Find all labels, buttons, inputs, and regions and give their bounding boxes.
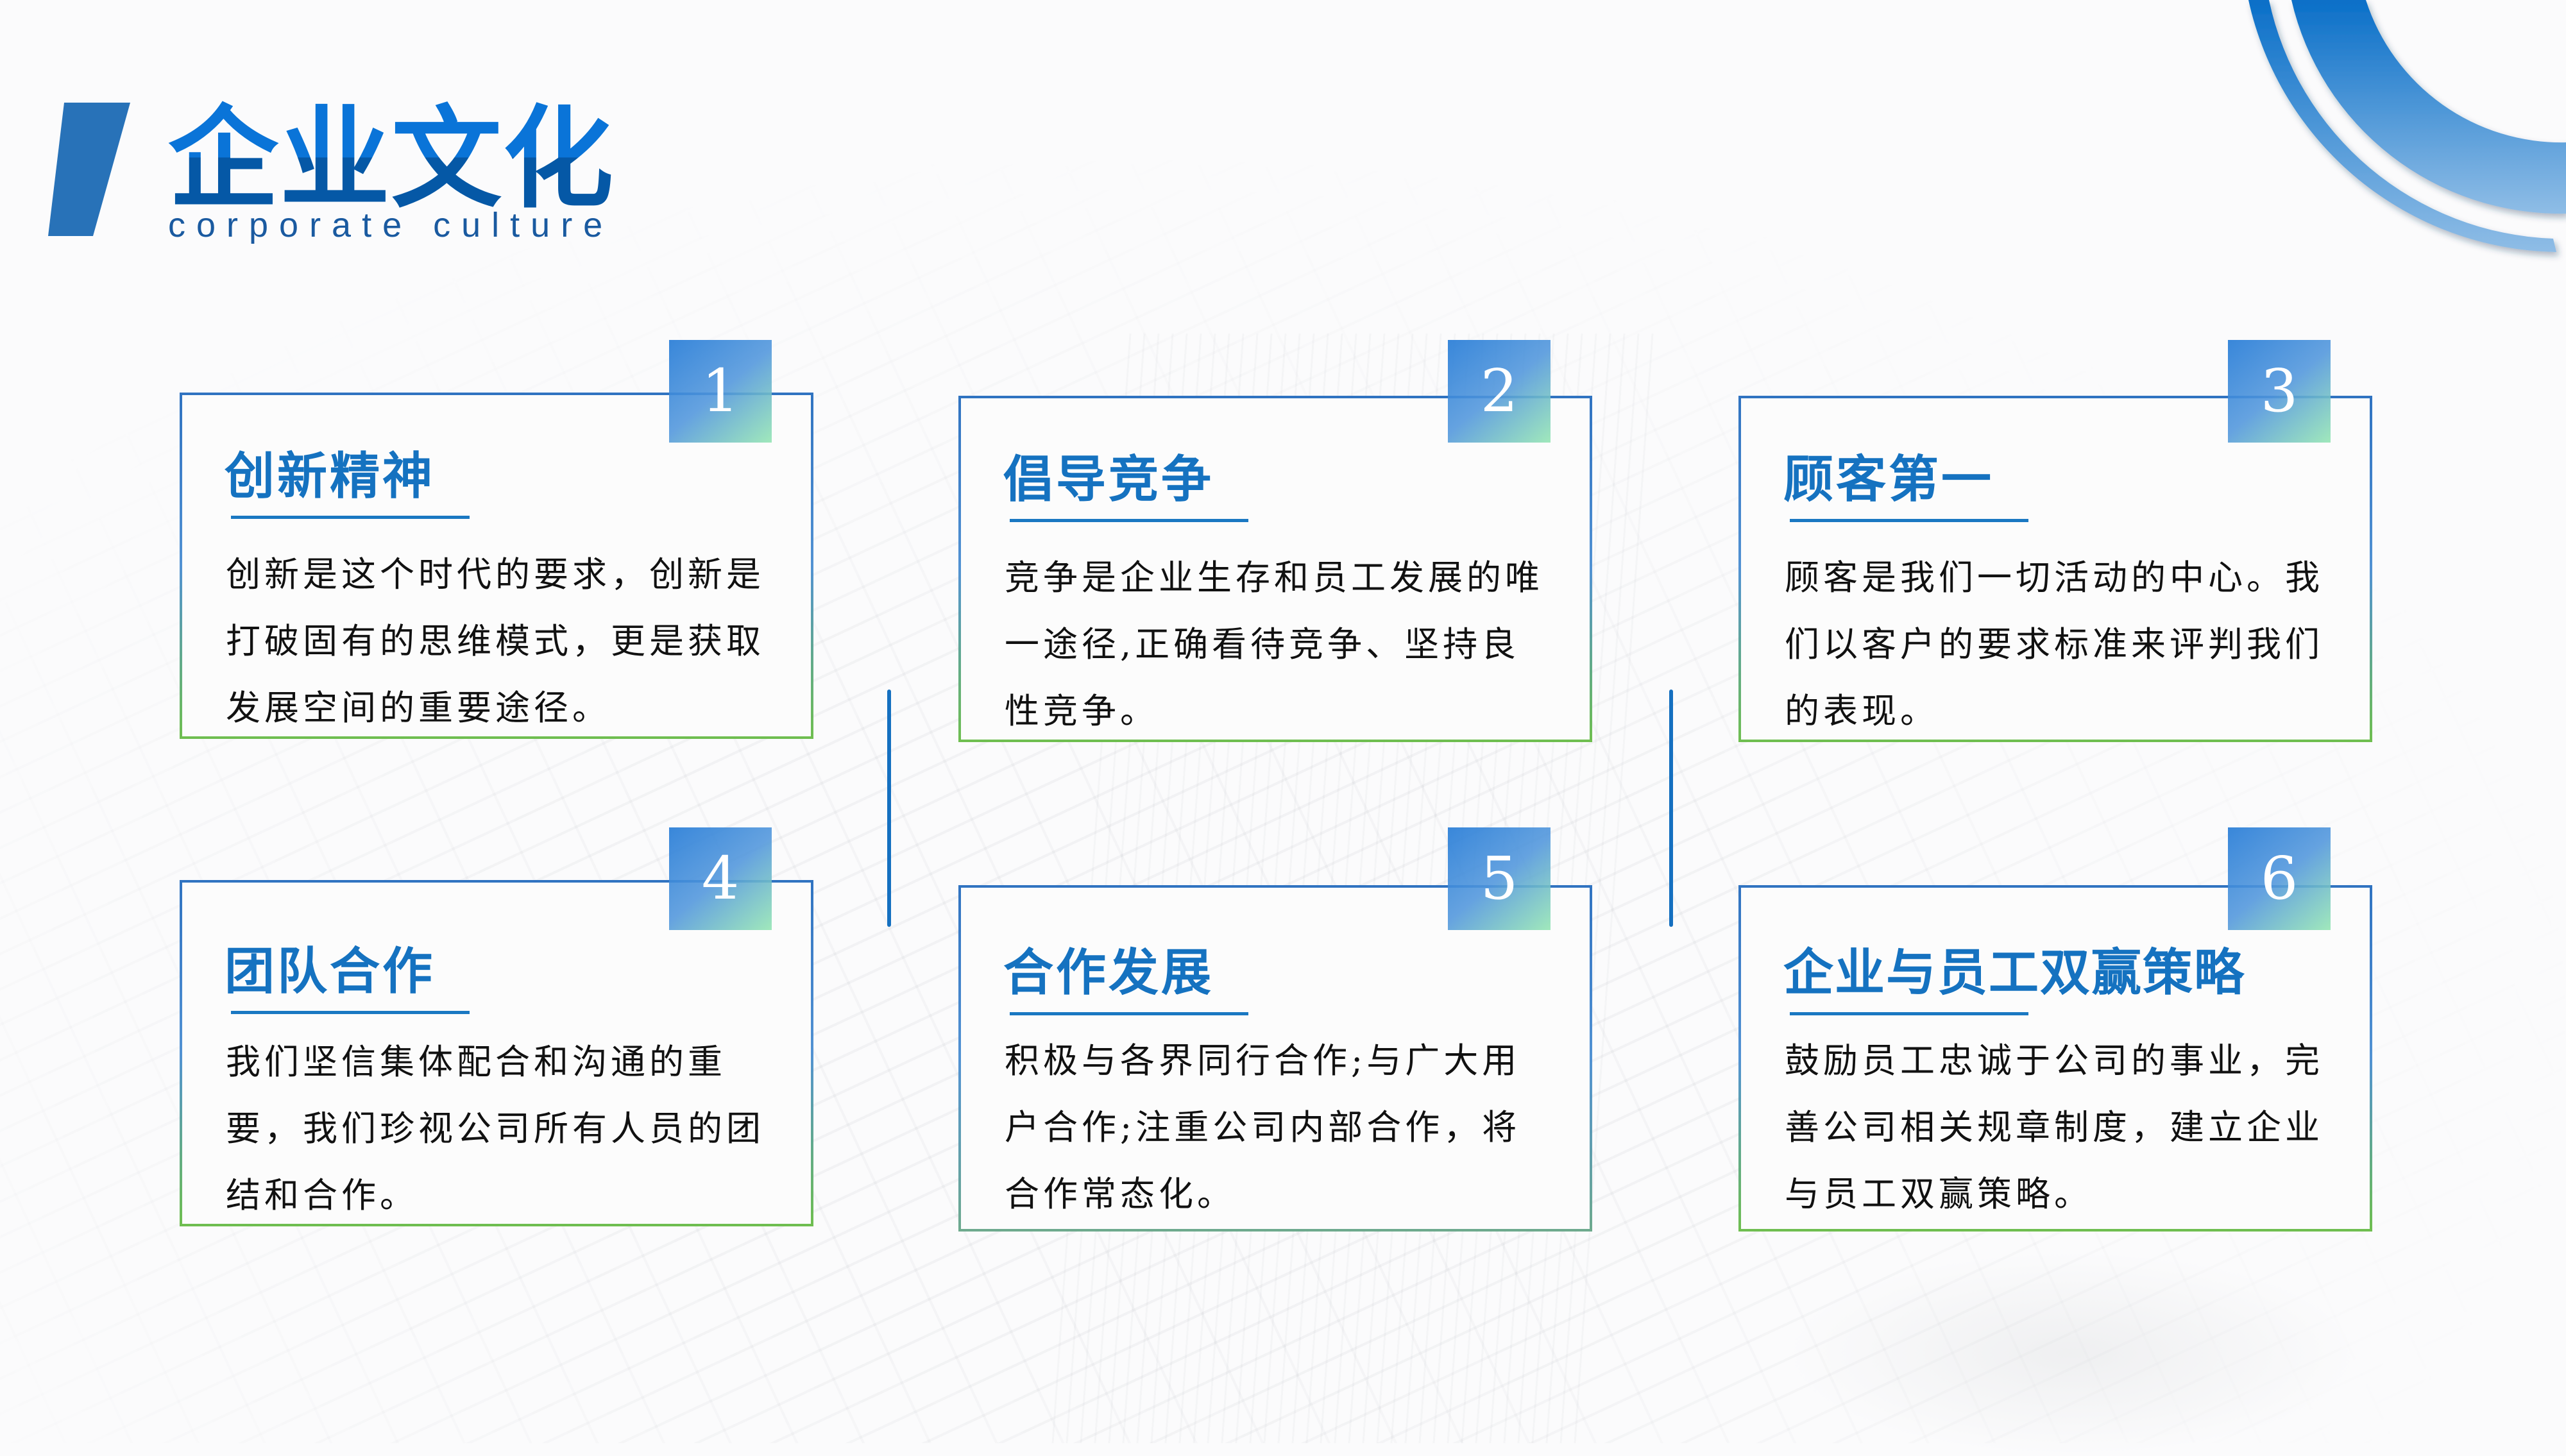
culture-card-1: 创新精神 创新是这个时代的要求，创新是打破固有的思维模式，更是获取发展空间的重要… [180,340,813,739]
badge-number: 6 [2260,844,2298,913]
column-divider-left [887,690,891,927]
badge-number: 2 [1480,357,1518,425]
badge-number: 5 [1480,844,1518,913]
title-accent-bar [48,103,130,236]
culture-card-6: 企业与员工双赢策略 鼓励员工忠诚于公司的事业，完善公司相关规章制度，建立企业与员… [1738,827,2372,1232]
number-badge: 1 [669,340,772,443]
page-subtitle: corporate culture [168,206,614,244]
title-underline [1010,519,1248,522]
decorative-arcs [2248,0,2566,252]
title-underline [231,516,470,519]
card-title: 顾客第一 [1783,450,1994,509]
card-description: 创新是这个时代的要求，创新是打破固有的思维模式，更是获取发展空间的重要途径。 [226,554,765,728]
title-underline [1790,519,2028,522]
badge-number: 4 [701,844,740,913]
background-tree-image [1783,1251,2361,1456]
page-title: 企业文化 [168,90,615,228]
card-description: 积极与各界同行合作;与广大用户合作;注重公司内部合作，将合作常态化。 [1005,1040,1521,1214]
thick-arc [2291,0,2566,214]
thin-arc [2248,0,2556,252]
card-frame [958,885,1592,1232]
card-description: 鼓励员工忠诚于公司的事业，完善公司相关规章制度，建立企业与员工双赢策略。 [1785,1040,2324,1214]
number-badge: 3 [2228,340,2331,443]
card-title: 企业与员工双赢策略 [1783,944,2246,1002]
card-frame [180,880,813,1226]
card-description: 竞争是企业生存和员工发展的唯一途径,正确看待竞争、坚持良性竞争。 [1005,557,1543,731]
number-badge: 2 [1448,340,1551,443]
number-badge: 4 [669,827,772,930]
title-underline [1010,1012,1248,1015]
culture-card-2: 倡导竞争 竞争是企业生存和员工发展的唯一途径,正确看待竞争、坚持良性竞争。 2 [958,340,1592,742]
card-frame [1738,885,2372,1232]
title-underline [231,1011,470,1014]
number-badge: 6 [2228,827,2331,930]
title-underline [1790,1012,2028,1015]
card-title: 合作发展 [1003,944,1214,1002]
card-title: 团队合作 [225,942,436,1001]
card-title: 创新精神 [225,447,436,505]
card-frame [1738,396,2372,742]
badge-number: 1 [701,357,740,425]
culture-card-4: 团队合作 我们坚信集体配合和沟通的重要，我们珍视公司所有人员的团结和合作。 4 [180,827,813,1226]
card-description: 我们坚信集体配合和沟通的重要，我们珍视公司所有人员的团结和合作。 [226,1042,765,1215]
culture-card-3: 顾客第一 顾客是我们一切活动的中心。我们以客户的要求标准来评判我们的表现。 3 [1738,340,2372,742]
column-divider-right [1669,690,1673,927]
number-badge: 5 [1448,827,1551,930]
culture-card-5: 合作发展 积极与各界同行合作;与广大用户合作;注重公司内部合作，将合作常态化。 … [958,827,1592,1232]
card-title: 倡导竞争 [1003,450,1214,509]
card-frame [958,396,1592,742]
card-description: 顾客是我们一切活动的中心。我们以客户的要求标准来评判我们的表现。 [1785,557,2324,731]
card-frame [180,393,813,739]
badge-number: 3 [2260,357,2298,425]
